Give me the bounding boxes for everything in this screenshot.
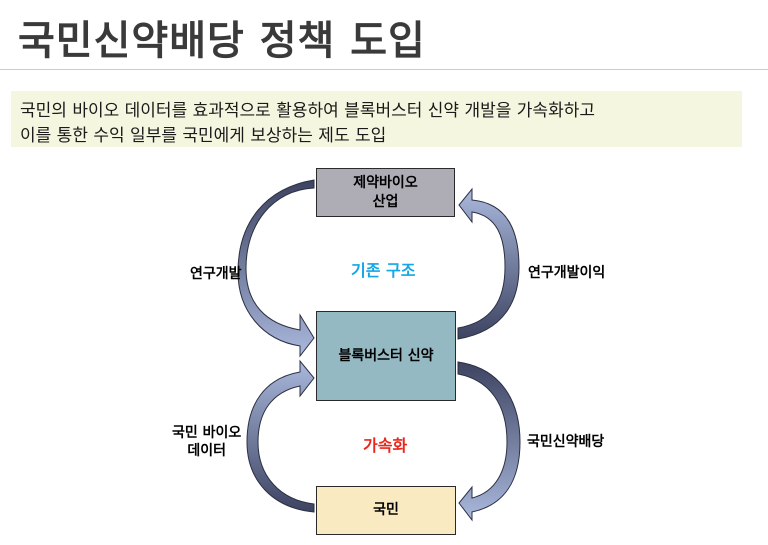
edge-label-rd: 연구개발 [190, 266, 242, 282]
node-citizen: 국민 [316, 486, 456, 535]
node-citizen-label: 국민 [373, 502, 399, 518]
summary-box: 국민의 바이오 데이터를 효과적으로 활용하여 블록버스터 신약 개발을 가속화… [11, 91, 742, 147]
node-blockbuster-drug: 블록버스터 신약 [316, 311, 456, 401]
arrow-dividend [457, 361, 521, 522]
arrow-rd [237, 179, 315, 358]
edge-label-citizen-data-line-1: 국민 바이오 [172, 425, 242, 441]
arrow-citizen-data [246, 359, 315, 513]
summary-line-1: 국민의 바이오 데이터를 효과적으로 활용하여 블록버스터 신약 개발을 가속화… [20, 101, 595, 121]
arrow-rd-profit [457, 187, 520, 340]
cycle-label-accelerate: 가속화 [363, 436, 408, 455]
title-divider [0, 69, 768, 70]
summary-line-2: 이를 통한 수익 일부를 국민에게 보상하는 제도 도입 [20, 126, 387, 146]
node-pharma-line-1: 제약바이오 [353, 174, 418, 191]
cycle-label-existing: 기존 구조 [351, 261, 416, 280]
edge-label-citizen-data-line-2: 데이터 [187, 443, 226, 459]
edge-label-dividend: 국민신약배당 [527, 434, 605, 450]
node-pharma-bio-industry: 제약바이오 산업 [316, 168, 455, 217]
edge-label-rd-profit: 연구개발이익 [528, 265, 606, 281]
page-title: 국민신약배당 정책 도입 [18, 18, 426, 64]
node-blockbuster-label: 블록버스터 신약 [338, 347, 434, 364]
node-pharma-line-2: 산업 [372, 193, 399, 210]
edge-label-citizen-data: 국민 바이오 데이터 [172, 424, 241, 460]
